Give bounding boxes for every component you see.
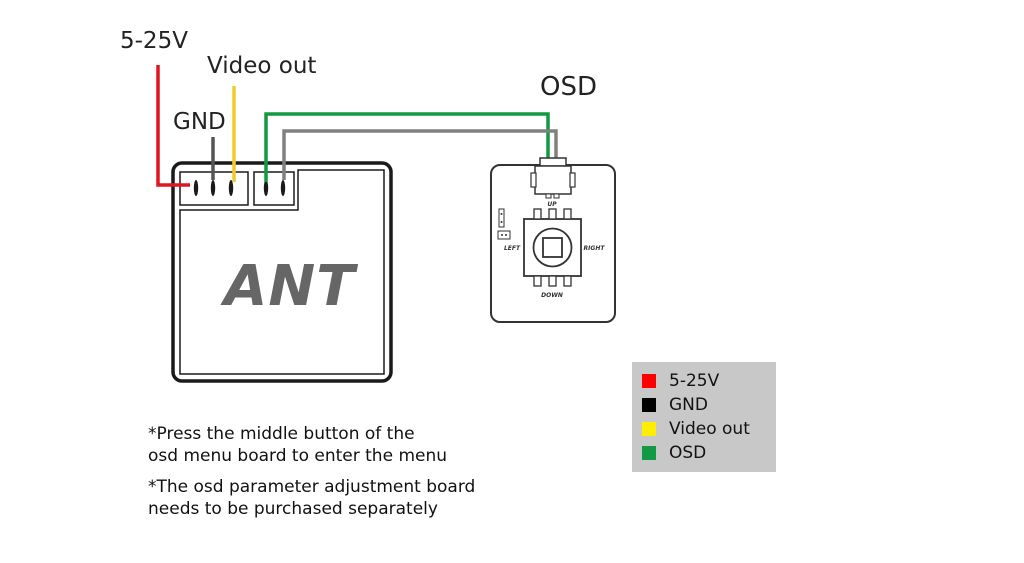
gnd-label: GND: [173, 109, 226, 135]
black-swatch: [642, 398, 656, 412]
up-label: UP: [547, 201, 557, 208]
note1-line1: *Press the middle button of the: [148, 424, 415, 444]
osd-signal-wire: [264, 112, 550, 182]
pin: [193, 180, 199, 196]
osd-plug-pin: [553, 193, 560, 199]
note-press-middle-button: *Press the middle button of the osd menu…: [148, 423, 447, 467]
power-wire: [156, 65, 190, 187]
joystick-pin: [533, 275, 542, 287]
power-label: 5-25V: [120, 28, 188, 54]
video-out-label: Video out: [207, 53, 316, 79]
osd-plug-top: [539, 157, 567, 167]
osd-plug-ear-left: [530, 172, 537, 188]
note2-line2: needs to be purchased separately: [148, 499, 438, 519]
jumper-dot: [505, 234, 507, 236]
jumper-vertical: [498, 208, 505, 228]
connector-pins: [193, 180, 286, 196]
osd-plug-ear-right: [569, 172, 576, 188]
note1-line2: osd menu board to enter the menu: [148, 446, 448, 466]
joystick-pin: [563, 275, 572, 287]
jumper-dot: [501, 234, 503, 236]
down-label: DOWN: [541, 292, 563, 299]
legend-label: 5-25V: [669, 371, 720, 391]
camera-module: ANT: [171, 161, 393, 383]
pin: [263, 180, 269, 196]
legend-item-gnd: GND: [642, 394, 708, 416]
red-swatch: [642, 374, 656, 388]
jumper-dot: [500, 221, 503, 223]
color-legend: 5-25V GND Video out OSD: [632, 362, 776, 472]
legend-label: Video out: [669, 419, 750, 439]
camera-brand-logo: ANT: [220, 254, 358, 319]
osd-gnd-wire: [282, 129, 558, 180]
legend-label: OSD: [669, 443, 707, 463]
legend-item-video-out: Video out: [642, 418, 750, 440]
middle-button[interactable]: [542, 237, 563, 258]
joystick-pin: [548, 275, 557, 287]
pin: [210, 180, 216, 196]
note2-line1: *The osd parameter adjustment board: [148, 477, 476, 497]
right-label: RIGHT: [584, 245, 606, 252]
camera-outer-frame: [171, 161, 393, 383]
joystick-pin: [533, 208, 542, 220]
green-swatch: [642, 446, 656, 460]
pin: [280, 180, 286, 196]
joystick-pin: [563, 208, 572, 220]
legend-item-power: 5-25V: [642, 370, 719, 392]
note-purchase-separately: *The osd parameter adjustment board need…: [148, 476, 475, 520]
left-label: LEFT: [504, 245, 521, 252]
legend-label: GND: [669, 395, 708, 415]
osd-board: UP LEFT RIGHT DOWN: [490, 157, 616, 323]
jumper-dot: [500, 213, 503, 215]
yellow-swatch: [642, 422, 656, 436]
camera-inner-frame: [179, 169, 385, 375]
osd-plug-pin: [545, 193, 552, 199]
osd-label: OSD: [540, 72, 597, 102]
jumper-horizontal: [497, 230, 511, 240]
osd-plug-body: [534, 165, 572, 195]
legend-item-osd: OSD: [642, 442, 706, 464]
osd-connector: [253, 171, 295, 206]
joystick-pin: [548, 208, 557, 220]
pin: [228, 180, 234, 196]
